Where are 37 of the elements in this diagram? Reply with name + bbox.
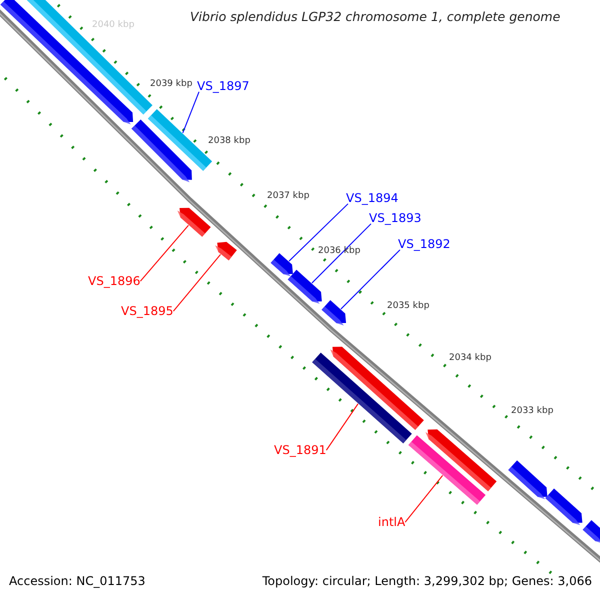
gene-label: intlA [378,516,406,530]
feature-bar [408,435,486,505]
gene-label: VS_1897 [197,80,250,94]
gene-block [131,119,192,182]
leader-line [140,224,189,282]
scale-label: 2039 kbp [150,79,192,90]
leader-line [172,254,222,312]
footer-text: Accession: NC_011753 [9,575,146,589]
gene-label: VS_1892 [398,238,450,252]
gene-label: VS_1895 [121,305,174,319]
gene-label: VS_1896 [88,275,140,289]
gene-block [177,208,211,237]
gene-block [215,242,237,260]
scale-label: 2035 kbp [387,301,430,312]
leader-line [311,223,372,284]
gene-block [270,253,293,276]
footer-text: Topology: circular; Length: 3,299,302 bp; Genes: 3,066 [262,575,592,589]
gene-label: VS_1893 [369,212,422,226]
scale-label: 2037 kbp [267,191,310,202]
gene-block [322,300,346,326]
leader-line [288,203,348,262]
gene-block [582,520,600,544]
leader-line [340,249,400,310]
leader-line [404,474,444,523]
gene-block [508,460,548,500]
scale-label: 2033 kbp [511,406,554,416]
leader-line [182,91,200,134]
scale-label: 2034 kbp [449,353,492,364]
gene-label: VS_1894 [346,192,398,206]
scale-label: 2036 kbp [318,246,360,256]
gene-label: VS_1891 [274,444,326,458]
leader-line [326,403,359,451]
title: Vibrio splendidus LGP32 chromosome 1, complete genome [190,10,560,24]
scale-label: 2038 kbp [208,136,250,146]
feature-bar [312,352,412,444]
gene-block [288,270,322,304]
gene-block [545,488,582,526]
